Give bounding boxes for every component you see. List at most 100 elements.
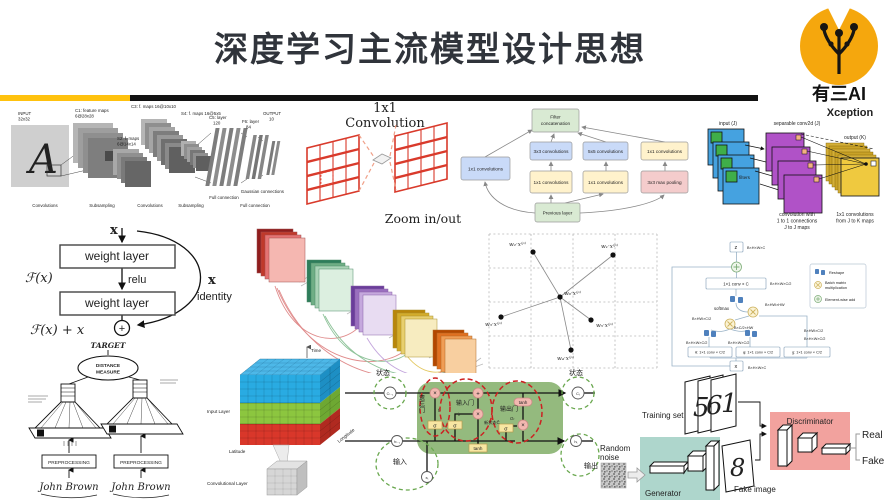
lstm-it-label: iₜ (458, 412, 461, 417)
inception-diagram: Filter concatenation 3x3 convolutions 5x… (455, 103, 700, 231)
lstm-h-prev: hₜ₋₁ (394, 440, 401, 444)
resnet-weight-label-1: weight layer (84, 249, 149, 263)
voxel-side-green (320, 387, 340, 424)
nonlocal-half-shape-3: B×H×W×C/2 (804, 337, 825, 341)
lstm-output-label: 输出 (584, 461, 598, 470)
gan-noise-image (600, 462, 627, 489)
lenet-op-fc2: Full connection (240, 203, 270, 208)
lstm-wires (345, 389, 595, 472)
voxel-conv-front (266, 468, 298, 496)
nonlocal-x-shape: B×H×W×C (748, 366, 767, 370)
gan-discriminator-shapes (776, 423, 852, 468)
logo-nodes (820, 23, 858, 47)
siamese-signature-underlines (40, 493, 170, 499)
lenet-input-label: INPUT (18, 111, 31, 116)
lstm-gate-units: σ σ tanh σ (427, 420, 514, 453)
lenet-f6-stripes (245, 135, 269, 179)
voxel-front-green (240, 403, 320, 424)
lenet-c5-label: C5: layer (209, 115, 227, 120)
divider-line (130, 95, 758, 101)
nonlocal-reshape-icons (704, 296, 757, 337)
nonlocal-x-label: x (735, 364, 738, 370)
lenet-op-gaussian: Gaussian connections (241, 189, 285, 194)
lstm-output-times: × (521, 423, 525, 429)
gan-training-set-label: Training set (642, 411, 684, 420)
resnet-fx-label: ℱ(x) (25, 271, 53, 286)
gan-digit-2: 6 (706, 391, 723, 421)
inception-1x1-mid1-label: 1x1 convolutions (534, 180, 570, 185)
nonlocal-boxes (687, 241, 831, 372)
lenet-f6-label: F6: layer (242, 119, 260, 124)
lenet-labels: INPUT 32x32 C1: feature maps 6@28x28 S2:… (18, 104, 285, 208)
deform-connections (500, 251, 614, 351)
nonlocal-phi-box (735, 346, 781, 358)
voxel-diagram: Time Input Layer Longitude Latitude Conv… (203, 345, 358, 500)
gan-noise-arrow (627, 467, 646, 483)
lstm-state-in-label: 状态 (376, 368, 390, 377)
divider-accent (0, 95, 130, 101)
voxel-side-grid (319, 365, 341, 439)
densenet-stack-yellow (392, 309, 438, 358)
nonlocal-theta-label: θ: 1×1 conv × C/2 (695, 351, 725, 355)
lstm-gate-rings (419, 377, 543, 444)
lstm-input-gate-label: 输入门 (456, 399, 474, 407)
lenet-output-stripes (266, 141, 281, 175)
conv1x1-title-line2: Convolution (345, 116, 425, 131)
lenet-output-label: OUTPUT (263, 111, 281, 116)
inception-maxpool-label: 3x3 max pooling (647, 180, 682, 185)
lstm-diagram: × + × × tanh σ σ tanh σ (345, 362, 610, 500)
nonlocal-wires (671, 252, 808, 367)
lenet-op-sub2: Subsampling (178, 203, 204, 208)
siamese-ellipse-l1: DISTANCE (96, 363, 121, 369)
xception-converge-lines (800, 133, 875, 180)
lenet-input-glyph: A (25, 137, 58, 183)
voxel-latitude-label: Latitude (229, 449, 246, 454)
gan-input-arrows (738, 401, 767, 461)
voxel-side-blue (320, 359, 340, 403)
lenet-input-size: 32x32 (18, 117, 31, 122)
page-title: 深度学习主流模型设计思想 (214, 31, 646, 69)
inception-5x5-box (582, 141, 629, 161)
nonlocal-g-label: g: 1×1 conv × C/2 (792, 351, 822, 355)
inception-1x1-right-box (640, 141, 689, 161)
siamese-distance-ellipse (77, 355, 139, 381)
lenet-op-sub1: Subsampling (89, 203, 115, 208)
legend-add-label: Element-wise add (825, 298, 855, 302)
lenet-c3-label: C3: f. maps 16@10x10 (131, 104, 177, 109)
lenet-diagram: A (5, 103, 285, 223)
lstm-ft-label: fₜ (438, 408, 441, 413)
voxel-time-label: Time (311, 348, 321, 353)
lstm-tanh-candidate: tanh (474, 446, 483, 451)
nonlocal-half-shape-2: B×H×W×C/2 (728, 341, 749, 345)
deform-w2-label: w₂·x⁽ᵖ⁾ (509, 241, 527, 248)
lenet-s2-label: S2: f. maps (117, 136, 140, 141)
nonlocal-labels: z B×H×W×C 1×1 conv × C B×H×W×C/2 softmax… (686, 245, 825, 370)
inception-1x1-mid2-label: 1x1 convolutions (588, 180, 624, 185)
lstm-new-state-label: 新状态C̃ (484, 419, 500, 426)
lenet-f6-size: 84 (246, 125, 251, 130)
siamese-diagram: TARGET DISTANCE MEASURE PREPROCESSING PR… (8, 338, 200, 500)
lstm-sigma-input: σ (453, 423, 457, 429)
xception-cap2-l2: from J to K maps (836, 219, 874, 225)
conv1x1-caption: Zoom in/out (385, 211, 461, 226)
brand-name: 有三AI (812, 84, 866, 104)
lstm-input-label: 输入 (393, 457, 407, 466)
resnet-weight-label-2: weight layer (84, 296, 149, 310)
inception-3x3-box (529, 141, 573, 161)
xception-purple-stack (765, 132, 823, 214)
deform-w0-label: w₀·x⁽ᵖ⁾ (564, 290, 582, 297)
conv1x1-title-line1: 1x1 (373, 101, 397, 116)
voxel-front-blue (240, 375, 320, 403)
resnet-diagram: x weight layer relu weight layer ℱ(x) x … (25, 218, 255, 343)
gan-fake-frame (721, 439, 755, 493)
voxel-conv-grid (267, 469, 297, 495)
resnet-identity-label: identity (197, 291, 232, 303)
nonlocal-phi-label: φ: 1×1 conv × C/2 (743, 351, 773, 355)
xception-title: Xception (827, 107, 874, 119)
xception-input-label: input (J) (719, 121, 737, 127)
nonlocal-z-box (729, 241, 744, 253)
voxel-front-grid (240, 375, 320, 445)
nonlocal-theta-box (687, 346, 733, 358)
nonlocal-half-shape-1: B×H×W×C/2 (686, 341, 707, 345)
lstm-c-next: Cₜ (576, 392, 580, 396)
